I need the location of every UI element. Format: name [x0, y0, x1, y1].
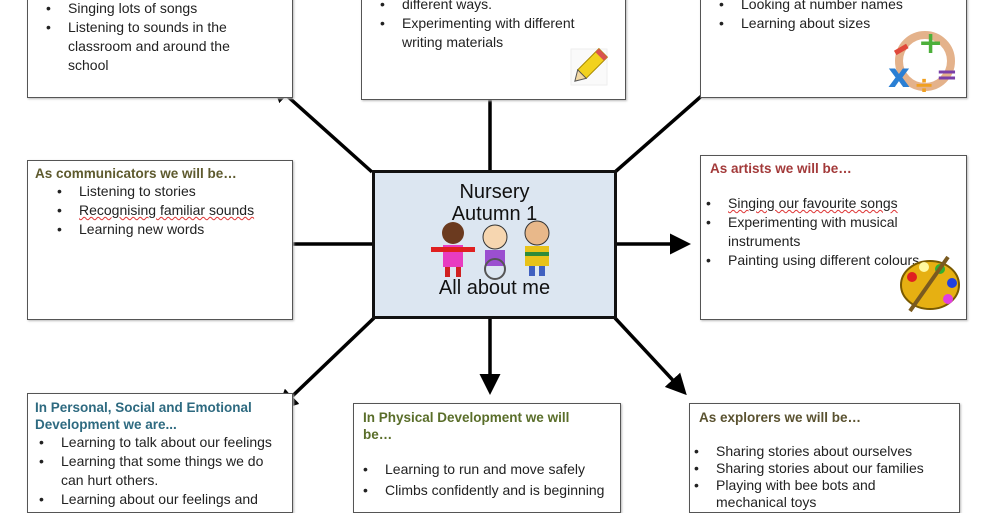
list-item: Experimenting with musical instruments: [706, 213, 928, 251]
list-item: different ways.: [380, 0, 625, 14]
svg-text:+: +: [918, 26, 943, 61]
arrow-top-left: [270, 81, 374, 174]
list-item: Sharing stories about ourselves: [694, 443, 959, 460]
list-item: Recognising familiar sounds: [57, 201, 292, 220]
svg-text:=: =: [936, 60, 958, 90]
list-item: Learning to talk about our feelings: [39, 433, 292, 452]
box-heading: In Physical Development we will be…: [363, 410, 570, 442]
box-top-right: Looking at number names Learning about s…: [700, 0, 967, 98]
box-physical: In Physical Development we will be… Lear…: [353, 403, 621, 513]
list-item: Singing our favourite songs: [706, 194, 966, 213]
list-item: Listening to sounds in the classroom and…: [46, 18, 248, 75]
arrow-bottom-right: [613, 316, 687, 396]
box-heading: As explorers we will be…: [699, 410, 862, 425]
box-heading: In Personal, Social and Emotional Develo…: [35, 400, 252, 432]
box-communicators: As communicators we will be… Listening t…: [27, 160, 293, 320]
list-item: Sharing stories about our families: [694, 460, 959, 477]
box-psed: In Personal, Social and Emotional Develo…: [27, 393, 293, 513]
pencil-icon: [570, 47, 609, 86]
math-symbols-icon: + x = ÷: [888, 26, 958, 95]
list-item: Learning to run and move safely: [363, 460, 620, 479]
center-title-line1: Nursery: [459, 181, 530, 203]
list-item: Playing with bee bots and mechanical toy…: [694, 477, 896, 511]
list-item: Painting using different colours: [706, 251, 966, 270]
svg-text:÷: ÷: [914, 71, 934, 95]
arrow-bottom-left: [276, 316, 376, 411]
children-illustration: [430, 220, 549, 280]
box-heading: As communicators we will be…: [35, 166, 237, 181]
list-item: Learning that some things we do can hurt…: [39, 452, 266, 490]
connector-arrows: [259, 59, 728, 411]
list-item: Experimenting with different writing mat…: [380, 14, 592, 52]
center-topic-box: Nursery Autumn 1 All about me: [372, 170, 617, 319]
box-heading: As artists we will be…: [710, 161, 852, 176]
center-title-line2: Autumn 1: [451, 203, 538, 225]
box-artists: As artists we will be… Singing our favou…: [700, 155, 967, 320]
paint-palette-icon: [900, 255, 960, 313]
list-item: Looking at number names: [719, 0, 966, 14]
list-item: Climbs confidently and is beginning: [363, 481, 620, 500]
list-item: Learning new words: [57, 220, 292, 239]
list-item: Listening to stories: [57, 182, 292, 201]
box-top-left: Singing lots of songs Listening to sound…: [27, 0, 293, 98]
list-item: Learning about sizes: [719, 14, 966, 33]
box-explorers: As explorers we will be… Sharing stories…: [689, 403, 960, 513]
center-subtitle: All about me: [438, 277, 551, 299]
box-top-center: different ways. Experimenting with diffe…: [361, 0, 626, 100]
svg-text:x: x: [888, 56, 910, 95]
list-item: Singing lots of songs: [46, 0, 292, 18]
